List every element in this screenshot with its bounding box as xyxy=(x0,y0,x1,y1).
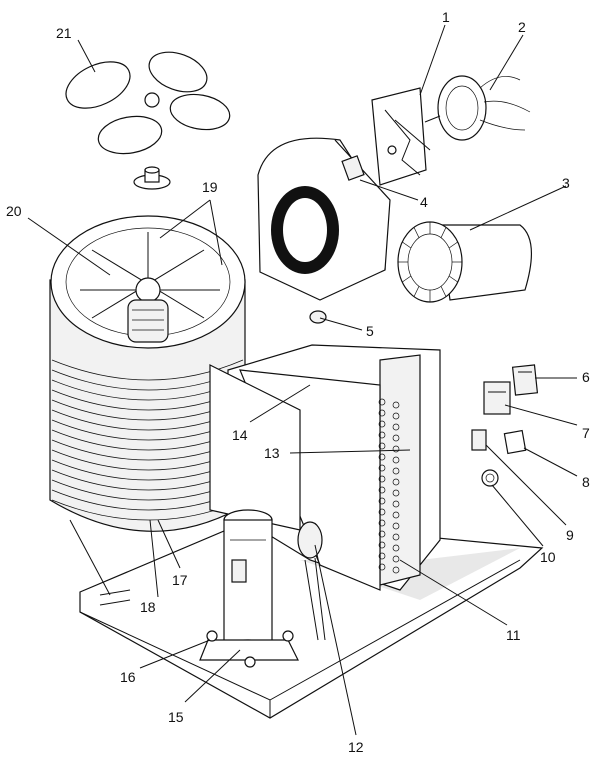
callout-6: 6 xyxy=(582,369,590,385)
callout-10: 10 xyxy=(540,549,556,565)
callout-16: 16 xyxy=(120,669,136,685)
callout-12: 12 xyxy=(348,739,364,755)
callout-18: 18 xyxy=(140,599,156,615)
callout-labels: 1 2 3 4 5 6 7 8 9 10 11 12 13 14 15 16 1… xyxy=(6,9,590,755)
callout-5: 5 xyxy=(366,323,374,339)
blower-motor xyxy=(424,75,531,141)
callout-17: 17 xyxy=(172,572,188,588)
fan-guard xyxy=(80,232,220,332)
callout-19: 19 xyxy=(202,179,218,195)
callout-13: 13 xyxy=(264,445,280,461)
pressure-switch xyxy=(481,469,499,487)
callout-20: 20 xyxy=(6,203,22,219)
compressor xyxy=(199,509,299,668)
callout-21: 21 xyxy=(56,25,72,41)
callout-2: 2 xyxy=(518,19,526,35)
callout-1: 1 xyxy=(442,9,450,25)
callout-3: 3 xyxy=(562,175,570,191)
callout-8: 8 xyxy=(582,474,590,490)
callout-15: 15 xyxy=(168,709,184,725)
leader-lines xyxy=(27,24,578,736)
blower-wheel xyxy=(397,221,533,303)
callout-9: 9 xyxy=(566,527,574,543)
condenser-coil xyxy=(49,215,246,532)
relay xyxy=(511,364,539,396)
capacitor xyxy=(503,429,527,455)
fan-motor xyxy=(127,299,169,343)
callout-7: 7 xyxy=(582,425,590,441)
terminal-block xyxy=(471,429,487,451)
contactor xyxy=(483,381,511,415)
mount-grommet xyxy=(309,310,327,324)
callout-11: 11 xyxy=(506,627,521,643)
callout-4: 4 xyxy=(420,194,428,210)
callout-14: 14 xyxy=(232,427,248,443)
fan-blade xyxy=(65,51,231,155)
motor-mount xyxy=(371,87,431,186)
blower-housing xyxy=(257,137,391,301)
copper-line xyxy=(69,519,131,606)
fan-hub xyxy=(133,166,171,190)
